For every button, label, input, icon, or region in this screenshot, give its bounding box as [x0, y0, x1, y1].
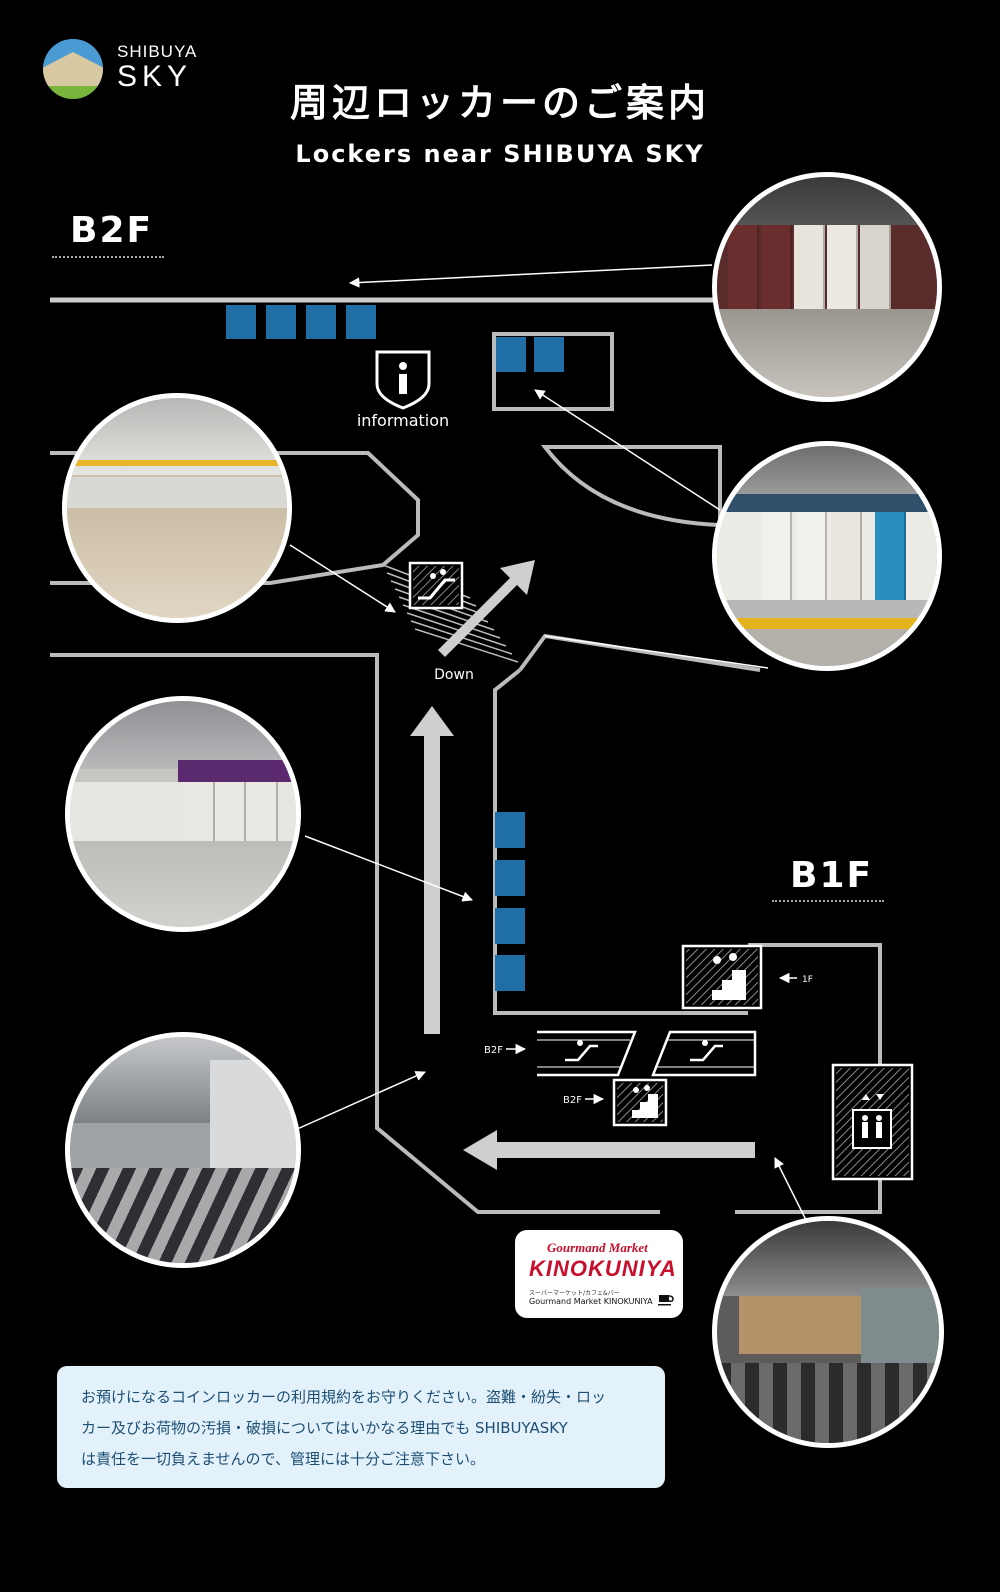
photo-kinokuniya-entrance [712, 1216, 944, 1448]
photo-station-lockers [712, 441, 942, 671]
information-icon [375, 350, 431, 410]
stairs-icon [612, 1078, 668, 1127]
kinokuniya-subtitle-jp: スーパーマーケット/カフェ&バー [529, 1290, 620, 1297]
floor-label-b1f-underline [772, 900, 884, 902]
locker-block [306, 305, 336, 339]
elevator-icon [831, 1063, 914, 1181]
from-b2f-stairs-label: B2F [563, 1095, 582, 1106]
brand-logo: SHIBUYA SKY [42, 38, 196, 100]
coffee-cup-icon [658, 1295, 674, 1306]
b1f-inner-wall [493, 668, 748, 1015]
down-label: Down [434, 667, 474, 683]
locker-block [266, 305, 296, 339]
information-label: information [357, 411, 449, 430]
brand-word-bottom: SKY [117, 60, 193, 93]
pointer-line [294, 1071, 426, 1131]
photo-b1f-lockers [65, 696, 301, 932]
notice-box: お預けになるコインロッカーの利用規約をお守りください。盗難・紛失・ロッ カー及び… [57, 1366, 665, 1488]
pointer-line [304, 835, 473, 902]
from-b2f-escalator-label: B2F [484, 1045, 503, 1056]
locker-block [346, 305, 376, 339]
from-1f-label: 1F [802, 975, 813, 985]
kinokuniya-script: Gourmand Market [547, 1240, 648, 1255]
pointer-line [289, 544, 396, 613]
kinokuniya-wordmark: KINOKUNIYA [529, 1256, 677, 1281]
b2f-locker-room [492, 332, 614, 411]
locker-block [495, 860, 525, 896]
stairs-icon [681, 944, 763, 1010]
locker-block [496, 337, 526, 372]
floor-label-b2f: B2F [70, 210, 154, 251]
brand-word-top: SHIBUYA [117, 42, 198, 61]
route-arrow-diagonal [438, 560, 535, 657]
pointer-line [534, 389, 721, 511]
locker-block [495, 908, 525, 944]
page-title-jp: 周辺ロッカーのご案内 [289, 81, 710, 125]
page-title-en: Lockers near SHIBUYA SKY [295, 140, 705, 168]
b2f-wall-lockers [226, 305, 376, 339]
notice-line-3: は責任を一切負えませんので、管理には十分ご注意下さい。 [81, 1450, 485, 1468]
floor-label-b2f-underline [52, 256, 164, 258]
kinokuniya-subtitle-en: Gourmand Market KINOKUNIYA [529, 1297, 653, 1306]
b1f-left-wall [50, 653, 660, 1214]
route-arrow-up [410, 706, 454, 1034]
locker-block [495, 812, 525, 848]
pointer-line [348, 264, 713, 288]
escalator-up-icon [537, 1030, 637, 1077]
photo-b2f-concourse [62, 393, 292, 623]
escalator-icon [408, 561, 464, 610]
floor-label-b1f: B1F [790, 855, 874, 896]
kinokuniya-logo-card: Gourmand Market KINOKUNIYA スーパーマーケット/カフェ… [515, 1230, 683, 1318]
notice-line-1: お預けになるコインロッカーの利用規約をお守りください。盗難・紛失・ロッ [81, 1388, 607, 1406]
locker-block [495, 955, 525, 991]
locker-block [226, 305, 256, 339]
plaza-curve [540, 445, 722, 528]
b1f-corridor-lockers [495, 812, 525, 991]
route-arrow-left [463, 1130, 755, 1170]
notice-line-2: カー及びお荷物の汚損・破損についてはいかなる理由でも SHIBUYASKY [81, 1419, 568, 1437]
photo-b1f-passage [65, 1032, 301, 1268]
photo-b2f-corridor-lockers [712, 172, 942, 402]
locker-block [534, 337, 564, 372]
shibuya-sky-logo-icon [43, 39, 103, 99]
escalator-down-icon [651, 1030, 757, 1077]
